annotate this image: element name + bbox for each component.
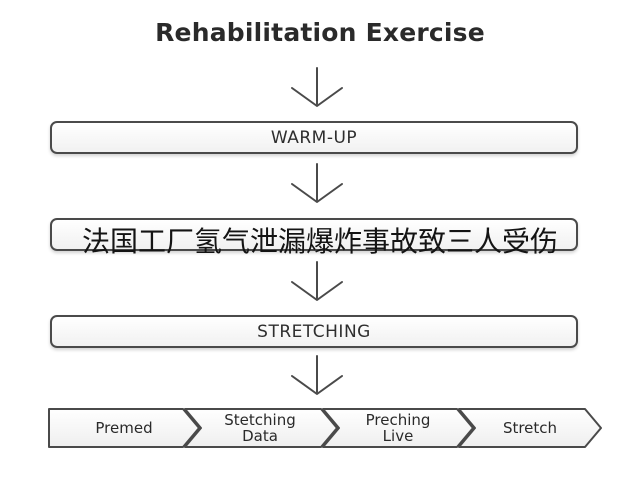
stage-label-warm-up: WARM-UP — [270, 127, 358, 148]
down-arrow-1 — [291, 67, 343, 107]
down-arrow-3 — [291, 261, 343, 301]
down-arrow-2 — [291, 163, 343, 203]
stage-label-stretching: STRETCHING — [257, 321, 371, 342]
stage-box-stretching: STRETCHING — [50, 315, 578, 348]
diagram-title: Rehabilitation Exercise — [155, 18, 485, 47]
overlay-caption: 法国工厂氢气泄漏爆炸事故致三人受伤 — [81, 225, 558, 258]
step-text-2: Stetching Data — [224, 411, 296, 445]
step-text-3: Preching Live — [365, 411, 431, 445]
chevron-step-4 — [458, 408, 602, 448]
step-label-premed: Premed — [64, 409, 184, 447]
chevron-step-3 — [322, 408, 474, 448]
down-arrow-4 — [291, 355, 343, 395]
stage-box-warm-up: WARM-UP — [50, 121, 578, 154]
step-text-4: Stretch — [502, 419, 558, 437]
step-label-stetching-data: Stetching Data — [200, 409, 320, 447]
stage-box-middle — [50, 218, 578, 251]
step-text-1: Premed — [95, 419, 153, 437]
chevron-step-2 — [184, 408, 338, 448]
chevron-step-1 — [48, 408, 200, 448]
step-label-stretch: Stretch — [470, 409, 590, 447]
step-label-preching-live: Preching Live — [338, 409, 458, 447]
